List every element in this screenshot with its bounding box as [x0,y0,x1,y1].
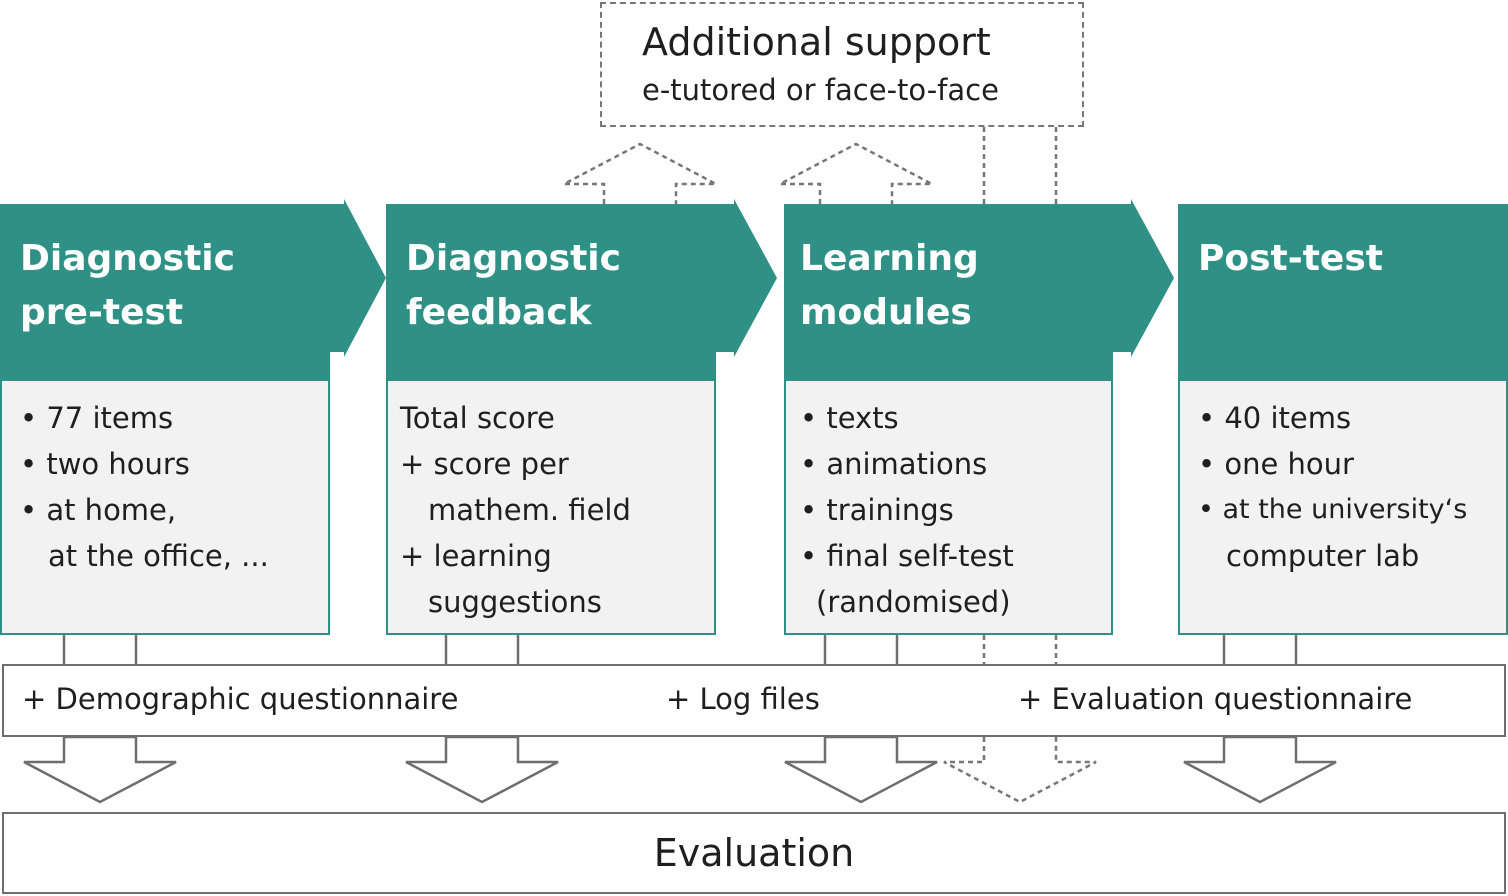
stage-body-feedback: Total score + score per mathem. field + … [386,381,716,635]
stage-item: computer lab [1226,539,1420,573]
stage-header-modules: Learning modules [784,204,1113,381]
eval-arrow-4 [1183,735,1337,804]
stage-title-line: modules [800,292,972,333]
flow-arrow-2 [716,199,777,357]
stage-title-line: Learning [800,238,979,279]
stage-item: • 77 items [20,401,174,435]
stage-item: • one hour [1198,447,1354,481]
stage-title-line: Diagnostic [20,238,235,279]
stage-header-feedback: Diagnostic feedback [386,204,716,381]
stage-body-post-test: • 40 items • one hour • at the universit… [1178,381,1508,635]
support-down-arrow [943,737,1097,804]
stage-title-line: feedback [406,292,592,333]
stage-item: • texts [800,401,899,435]
stage-item: • at home, [20,493,177,527]
evaluation-questionnaire-label: + Evaluation questionnaire [1018,682,1413,716]
stage-item: • final self-test [800,539,1014,573]
stage-item: mathem. field [428,493,631,527]
stage-item: suggestions [428,585,602,619]
stage-item: Total score [400,401,555,435]
support-subtitle: e-tutored or face-to-face [642,73,999,107]
stage-header-pre-test: Diagnostic pre-test [0,204,330,381]
data-collection-bar: + Demographic questionnaire + Log files … [2,664,1506,737]
stage-body-pre-test: • 77 items • two hours • at home, at the… [0,381,330,635]
stage-title-line: pre-test [20,292,184,333]
stage-header-post-test: Post-test [1178,204,1508,381]
eval-arrow-1 [23,735,177,804]
additional-support-box: Additional support e-tutored or face-to-… [600,2,1084,127]
stage-item: (randomised) [816,585,1011,619]
stage-item: at the office, ... [48,539,269,573]
stage-title-line: Diagnostic [406,238,621,279]
demographic-questionnaire-label: + Demographic questionnaire [22,682,459,716]
support-title: Additional support [642,20,991,64]
eval-arrow-3 [784,735,938,804]
flow-arrow-1 [330,199,386,357]
log-files-label: + Log files [666,682,820,716]
stage-item: + learning [400,539,552,573]
stage-item: • animations [800,447,988,481]
support-arrow-1 [563,142,717,204]
stage-body-modules: • texts • animations • trainings • final… [784,381,1113,635]
eval-arrow-2 [405,735,559,804]
stage-item: + score per [400,447,569,481]
support-arrow-2 [779,142,933,204]
stage-item: • two hours [20,447,190,481]
stage-item: • trainings [800,493,954,527]
flow-arrow-3 [1113,199,1174,357]
evaluation-box: Evaluation [2,812,1506,894]
stage-title-line: Post-test [1198,238,1383,279]
stage-item: • 40 items [1198,401,1352,435]
stage-item: • at the university‘s [1198,494,1468,525]
